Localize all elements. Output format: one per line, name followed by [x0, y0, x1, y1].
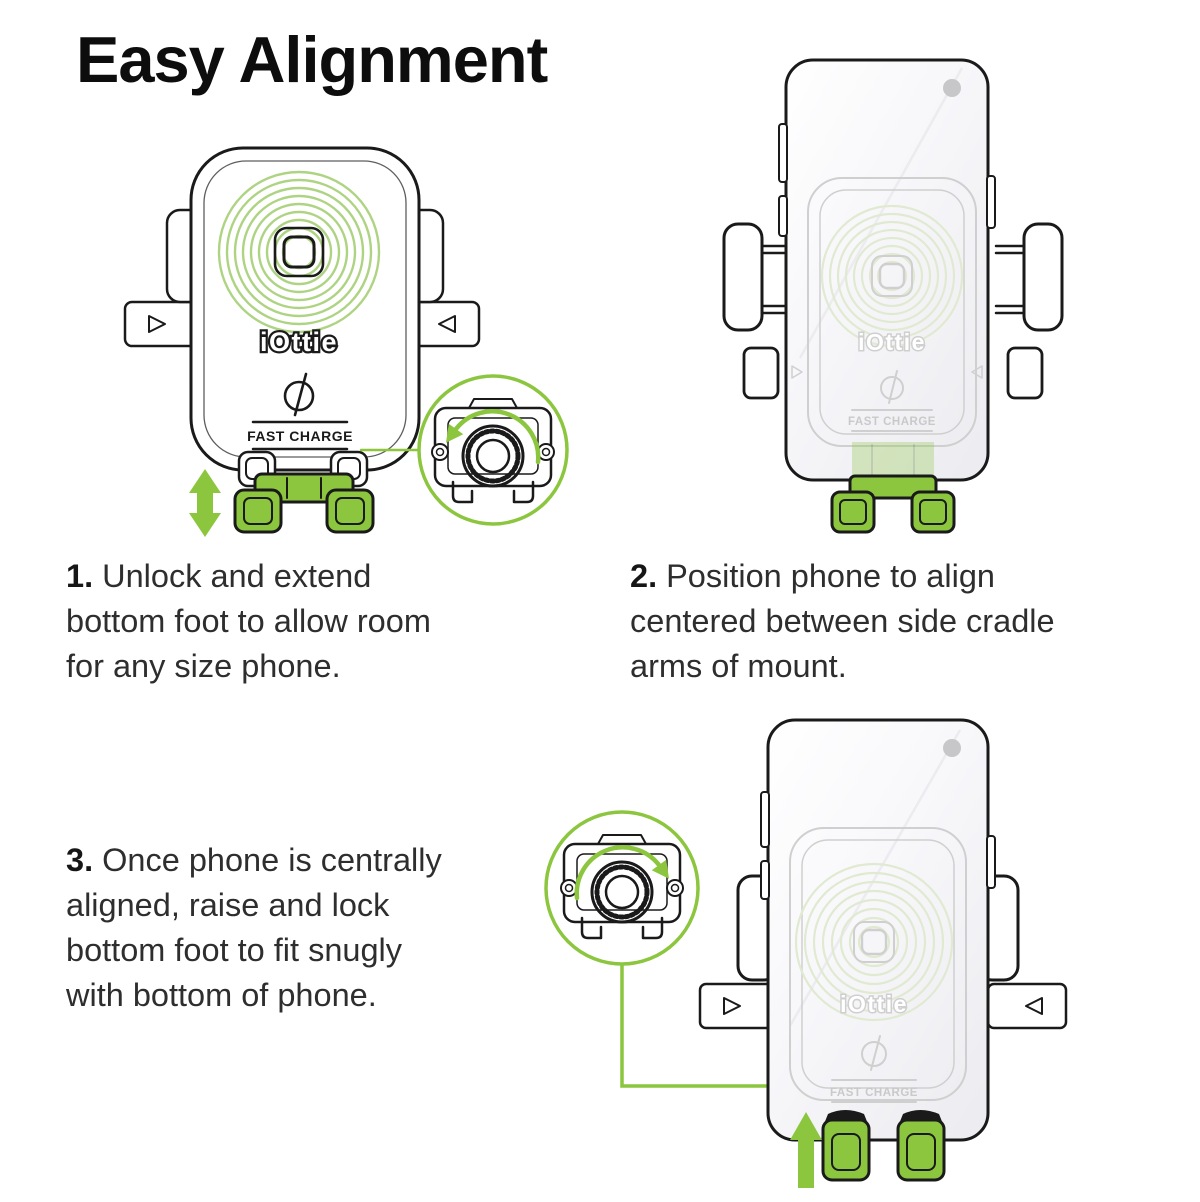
phone-side-button: [760, 791, 770, 848]
vent-clip-left: [742, 346, 780, 400]
rotate-knob-callout: [417, 374, 569, 526]
svg-text:FAST CHARGE: FAST CHARGE: [247, 428, 353, 444]
rotate-ccw-arrow-icon: [446, 409, 541, 465]
step-3-line: aligned, raise and lock: [66, 887, 390, 923]
figure-step3-lock-foot: iOttie FAST CHARGE: [544, 718, 1068, 1188]
cradle-arm-left: [722, 222, 792, 332]
step-1-line: bottom foot to allow room: [66, 603, 431, 639]
iottie-logo-faint: iOttie: [858, 329, 926, 355]
extendable-foot: [233, 472, 375, 534]
charging-coil: [217, 170, 381, 334]
step-2-line-text: Position phone to align: [666, 558, 995, 594]
step-3-line: bottom foot to fit snugly: [66, 932, 403, 968]
step-2-line: centered between side cradle: [630, 603, 1055, 639]
vent-bar-right: [986, 982, 1068, 1030]
fast-charge-label: FAST CHARGE: [247, 420, 353, 451]
step-1-line: for any size phone.: [66, 648, 341, 684]
phone-side-button: [986, 175, 996, 229]
phone-side-button: [760, 860, 770, 900]
coil-center-button: [273, 226, 325, 278]
vent-release-triangle-icon: [148, 315, 166, 333]
qi-icon-faint: [861, 1035, 887, 1071]
step-3-line: with bottom of phone.: [66, 977, 377, 1013]
phone-side-button: [778, 123, 788, 183]
step-3-line: 3.Once phone is centrally: [66, 838, 566, 883]
foot-stem-through-phone: [852, 442, 934, 480]
extend-arrow-icon: [189, 469, 221, 537]
qi-icon-faint: [880, 370, 904, 404]
step-2-line: arms of mount.: [630, 648, 847, 684]
step-1-line-text: Unlock and extend: [102, 558, 372, 594]
step-1-number: 1.: [66, 558, 94, 594]
step-3-text: 3.Once phone is centrally aligned, raise…: [66, 838, 566, 1018]
callout-connector-line: [620, 962, 782, 1088]
rotate-knob-callout: [544, 810, 700, 966]
rotate-cw-arrow-icon: [574, 845, 669, 901]
raise-arrow-icon: [790, 1112, 822, 1188]
step-2-number: 2.: [630, 558, 658, 594]
qi-icon: [283, 372, 315, 417]
vent-release-triangle-icon: [1025, 997, 1043, 1015]
step-2-text: 2.Position phone to align centered betwe…: [630, 554, 1140, 689]
iottie-logo-faint: iOttie: [840, 991, 908, 1017]
fast-charge-label-faint: FAST CHARGE: [848, 416, 936, 428]
mount-behind-phone: iOttie FAST CHARGE: [791, 177, 983, 447]
mount-rear-dial: [560, 834, 684, 940]
cradle-arm-right: [994, 222, 1064, 332]
step-3-line-text: Once phone is centrally: [102, 842, 442, 878]
page-title: Easy Alignment: [76, 23, 548, 96]
step-2-line: 2.Position phone to align: [630, 554, 1140, 599]
iottie-logo: iOttie: [260, 327, 338, 357]
phone-side-button: [986, 835, 996, 889]
figure-step2-phone-on-mount: iOttie FAST CHARGE: [722, 58, 1064, 534]
camera-dot: [943, 79, 961, 97]
camera-dot: [943, 739, 961, 757]
step-1-line: 1.Unlock and extend: [66, 554, 566, 599]
extended-foot: [830, 474, 956, 534]
phone-side-button: [778, 195, 788, 237]
step-3-number: 3.: [66, 842, 94, 878]
locked-foot-right: [896, 1110, 946, 1182]
step-1-text: 1.Unlock and extend bottom foot to allow…: [66, 554, 566, 689]
vent-clip-right: [1006, 346, 1044, 400]
mount-rear-dial: [431, 398, 555, 504]
vent-bar-left: [698, 982, 780, 1030]
locked-foot-left: [821, 1110, 871, 1182]
vent-release-triangle-icon: [723, 997, 741, 1015]
fast-charge-label-faint: FAST CHARGE: [830, 1087, 918, 1099]
vent-release-triangle-icon: [438, 315, 456, 333]
mount-behind-phone: iOttie FAST CHARGE: [789, 827, 967, 1103]
phone: [778, 58, 996, 482]
figure-step1-mount: iOttie FAST CHARGE: [123, 146, 569, 537]
